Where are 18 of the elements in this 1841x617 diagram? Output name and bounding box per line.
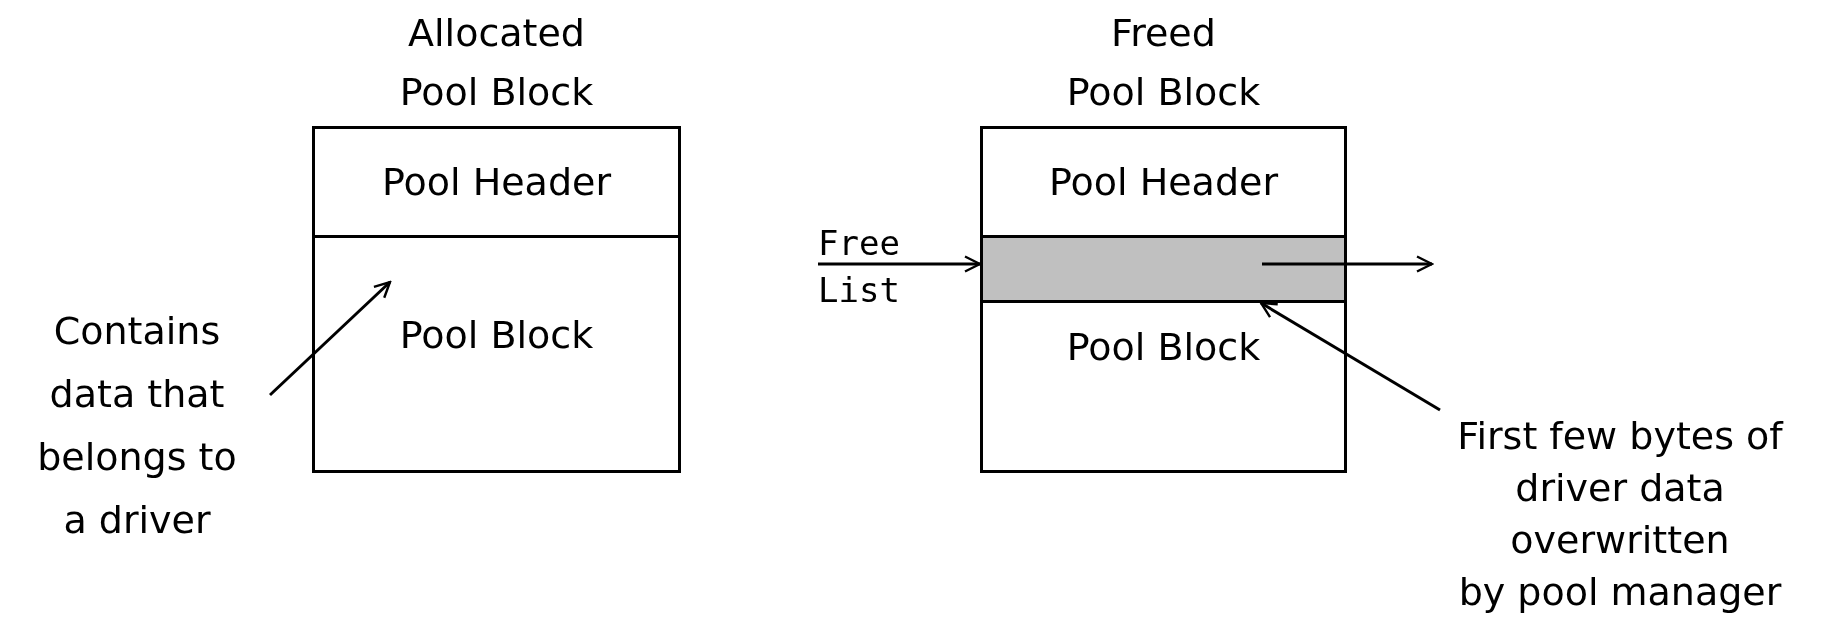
pool-block-section xyxy=(980,300,1347,473)
pool-block-section xyxy=(312,235,681,473)
section-label: Pool Block xyxy=(399,313,594,357)
block-title: Allocated Pool Block xyxy=(398,10,595,116)
annotation-text: Contains data that belongs to a driver xyxy=(32,300,242,552)
annotation-text: First few bytes of driver data overwritten by pool manager xyxy=(1400,410,1840,617)
leader-arrow xyxy=(268,280,392,397)
pool-header-section xyxy=(312,126,681,238)
section-label: Pool Header xyxy=(381,160,612,204)
pool-header-section xyxy=(980,126,1347,238)
block-title: Freed Pool Block xyxy=(1065,10,1262,116)
free-list-label: Free List xyxy=(818,220,943,314)
leader-arrow xyxy=(818,255,982,273)
leader-arrow xyxy=(1259,301,1441,412)
arrow xyxy=(1262,255,1434,273)
section-label: Pool Header xyxy=(1048,160,1279,204)
section-label: Pool Block xyxy=(1066,325,1261,369)
free-list-link-bar xyxy=(980,235,1347,303)
